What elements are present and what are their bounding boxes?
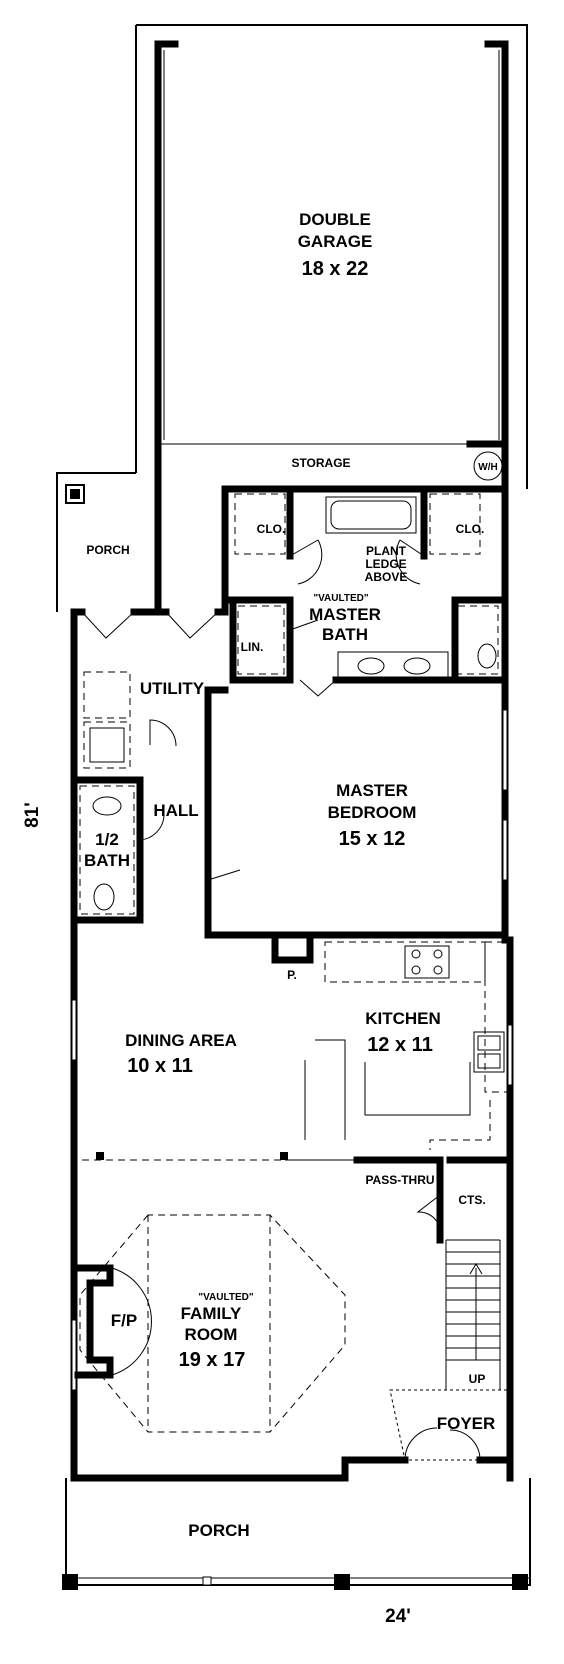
depth-dimension: 81' (22, 802, 43, 828)
garage-size: 18 x 22 (302, 258, 369, 280)
master-suite (221, 485, 509, 697)
kitchen-label: KITCHEN (365, 1009, 441, 1028)
garage (135, 24, 528, 616)
family-label-2: ROOM (185, 1325, 238, 1344)
master-bedroom-label-2: BEDROOM (328, 803, 417, 822)
master-bedroom-size: 15 x 12 (339, 828, 406, 850)
master-bedroom-label-1: MASTER (336, 781, 408, 800)
garage-label-1: DOUBLE (299, 210, 371, 229)
family-label-1: FAMILY (181, 1304, 242, 1323)
closet-right-label: CLO. (456, 522, 485, 536)
living-areas (74, 1152, 514, 1433)
dining-label: DINING AREA (125, 1031, 237, 1050)
pantry-label: P. (287, 968, 297, 982)
fireplace-label: F/P (111, 1311, 137, 1330)
master-bath-note: "VAULTED" (313, 593, 368, 604)
plant-ledge-3: ABOVE (365, 570, 408, 584)
kitchen (271, 931, 508, 1150)
rear-porch-label: PORCH (86, 543, 129, 557)
width-dimension: 24' (385, 1606, 411, 1627)
plant-ledge-1: PLANT (366, 544, 407, 558)
family-size: 19 x 17 (179, 1349, 246, 1371)
linen-label: LIN. (241, 640, 264, 654)
front-porch (62, 1478, 531, 1590)
family-note: "VAULTED" (198, 1292, 253, 1303)
dining-size: 10 x 11 (127, 1055, 193, 1077)
storage-label: STORAGE (291, 456, 350, 470)
hall-label: HALL (153, 801, 198, 820)
stairs-foyer (389, 1239, 511, 1461)
garage-label-2: GARAGE (298, 232, 373, 251)
master-bath-label-2: BATH (322, 625, 368, 644)
stair-up-label: UP (469, 1372, 486, 1386)
water-heater-label: W/H (478, 462, 497, 473)
front-porch-label: PORCH (188, 1521, 249, 1540)
exterior-walls (70, 485, 514, 1482)
rear-porch (56, 472, 136, 612)
utility-label: UTILITY (140, 679, 205, 698)
water-heater-icon (473, 451, 503, 481)
coats-label: CTS. (458, 1193, 485, 1207)
half-bath-label-2: BATH (84, 851, 130, 870)
half-bath-label-1: 1/2 (95, 830, 119, 849)
closet-left-label: CLO. (257, 522, 286, 536)
master-bath-label-1: MASTER (309, 605, 381, 624)
pass-thru-label: PASS-THRU (365, 1173, 434, 1187)
foyer-label: FOYER (437, 1414, 496, 1433)
kitchen-size: 12 x 11 (367, 1034, 433, 1056)
plant-ledge-2: LEDGE (365, 557, 406, 571)
utility-area (70, 611, 241, 939)
